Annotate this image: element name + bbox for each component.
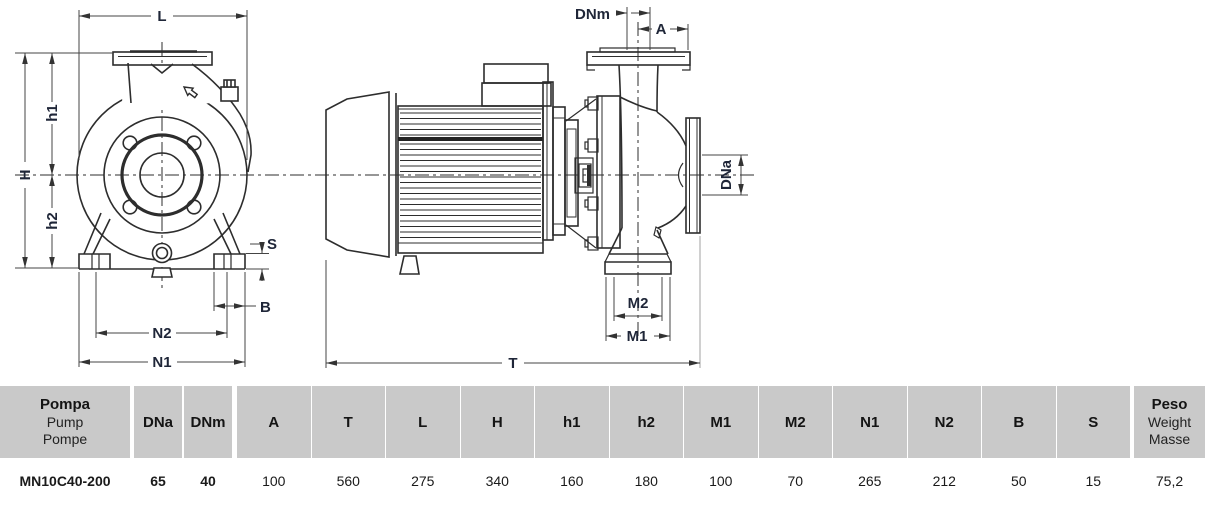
bolt-hole <box>122 135 138 151</box>
header-H-label: H <box>491 413 503 431</box>
shaft-seal <box>574 157 594 194</box>
value-A: 100 <box>237 458 311 504</box>
dim-label-h1: h1 <box>44 104 61 122</box>
dim-label-M1: M1 <box>627 328 648 345</box>
header-T: T <box>311 386 385 458</box>
value-h2: 180 <box>609 458 683 504</box>
header-S: S <box>1056 386 1130 458</box>
header-N1-label: N1 <box>860 413 880 431</box>
value-N1: 265 <box>833 458 907 504</box>
vent-plug <box>220 79 239 102</box>
dim-label-T: T <box>508 355 517 372</box>
header-H: H <box>460 386 534 458</box>
dim-label-H: H <box>17 170 34 181</box>
value-T: 560 <box>311 458 385 504</box>
value-L: 275 <box>386 458 460 504</box>
header-weight-it: Peso <box>1151 396 1188 413</box>
header-S-label: S <box>1088 413 1099 431</box>
header-h1: h1 <box>535 386 609 458</box>
header-pump-it: Pompa <box>39 396 90 413</box>
header-N1: N1 <box>833 386 907 458</box>
header-dnm: DNm <box>184 386 232 458</box>
value-pump-model: MN10C40-200 <box>0 458 130 504</box>
header-M2: M2 <box>758 386 832 458</box>
value-h1: 160 <box>535 458 609 504</box>
dim-label-S: S <box>267 236 277 253</box>
value-dnm: 40 <box>184 458 232 504</box>
bolt-hole <box>122 199 138 215</box>
side-view <box>325 47 701 275</box>
value-M1: 100 <box>684 458 758 504</box>
header-N2: N2 <box>907 386 981 458</box>
suction-flange <box>685 117 701 234</box>
header-M2-label: M2 <box>784 413 806 431</box>
dim-label-h2: h2 <box>44 212 61 230</box>
header-L-label: L <box>418 413 428 431</box>
bolt-hole <box>186 135 202 151</box>
header-L: L <box>386 386 460 458</box>
header-pump: Pompa Pump Pompe <box>0 386 130 458</box>
bolt-hole <box>186 199 202 215</box>
header-M1-label: M1 <box>710 413 732 431</box>
dim-label-B: B <box>260 299 271 316</box>
header-weight-en: Weight <box>1147 414 1192 430</box>
value-S: 15 <box>1056 458 1130 504</box>
header-A-label: A <box>268 413 280 431</box>
header-h1-label: h1 <box>562 413 581 431</box>
fan-cover <box>325 91 390 258</box>
table-data-row: MN10C40-200 65 40 100 560 275 340 160 18… <box>0 458 1205 504</box>
dim-label-DNm: DNm <box>575 6 610 23</box>
casing-bolts <box>584 96 599 251</box>
value-H: 340 <box>460 458 534 504</box>
header-h2-label: h2 <box>637 413 655 431</box>
dim-label-L: L <box>157 8 166 25</box>
technical-drawing-svg: L H h1 h2 S B N2 N1 DNm A DNa M2 M1 T <box>15 6 755 372</box>
front-view <box>76 50 252 278</box>
side-view-dimensions <box>325 7 748 368</box>
dim-label-N1: N1 <box>152 354 171 371</box>
value-N2: 212 <box>907 458 981 504</box>
header-B-label: B <box>1013 413 1025 431</box>
table-header-row: Pompa Pump Pompe DNa DNm A T L H h1 h2 M… <box>0 386 1205 458</box>
header-dna: DNa <box>134 386 182 458</box>
header-h2: h2 <box>609 386 683 458</box>
dim-label-M2: M2 <box>628 295 649 312</box>
value-M2: 70 <box>758 458 832 504</box>
header-A: A <box>237 386 311 458</box>
header-dna-label: DNa <box>142 413 173 431</box>
terminal-box <box>481 63 552 107</box>
header-dnm-label: DNm <box>190 413 226 431</box>
front-view-dimensions <box>15 10 269 367</box>
dim-label-N2: N2 <box>152 325 171 342</box>
dim-label-DNa: DNa <box>718 159 735 190</box>
rotation-arrow-icon <box>182 86 199 99</box>
dimension-table: Pompa Pump Pompe DNa DNm A T L H h1 h2 M… <box>0 386 1205 504</box>
motor-foot <box>399 255 420 275</box>
motor-body <box>397 105 544 254</box>
header-M1: M1 <box>684 386 758 458</box>
discharge-flange <box>586 47 691 71</box>
value-weight: 75,2 <box>1134 458 1205 504</box>
header-pump-en: Pump <box>46 414 84 430</box>
pump-foot <box>604 227 672 275</box>
header-T-label: T <box>343 413 353 431</box>
header-N2-label: N2 <box>934 413 954 431</box>
dim-label-A: A <box>656 21 667 38</box>
header-B: B <box>982 386 1056 458</box>
dimension-labels: L H h1 h2 S B N2 N1 DNm A DNa M2 M1 T <box>17 6 735 372</box>
value-B: 50 <box>982 458 1056 504</box>
header-weight-fr: Masse <box>1148 431 1191 447</box>
header-pump-fr: Pompe <box>42 431 88 447</box>
value-dna: 65 <box>134 458 182 504</box>
header-weight: Peso Weight Masse <box>1134 386 1205 458</box>
pump-dimension-drawing: L H h1 h2 S B N2 N1 DNm A DNa M2 M1 T <box>15 6 755 372</box>
